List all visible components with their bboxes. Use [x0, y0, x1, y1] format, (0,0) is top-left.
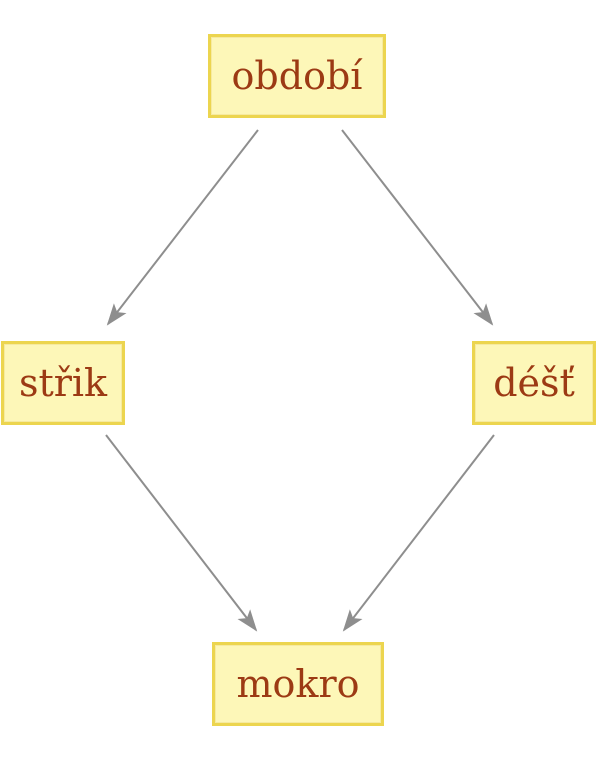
node-dest-label: déšť — [493, 361, 575, 405]
edge-obdobi-to-strik — [106, 129, 259, 326]
node-strik: střik — [1, 341, 125, 425]
edge-dest-to-mokro — [342, 434, 495, 632]
node-dest: déšť — [472, 341, 596, 425]
node-mokro: mokro — [212, 642, 384, 726]
node-mokro-label: mokro — [236, 662, 360, 706]
edge-strik-to-mokro — [105, 434, 258, 632]
edge-obdobi-to-dest — [341, 129, 494, 326]
node-strik-label: střik — [18, 361, 108, 405]
node-obdobi: období — [208, 34, 386, 118]
node-obdobi-label: období — [231, 54, 363, 98]
